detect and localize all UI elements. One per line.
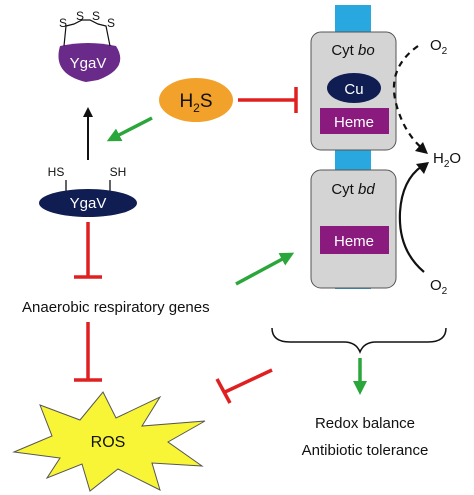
cyt-bo-oxygen-arrowhead — [415, 142, 428, 154]
ros-label: ROS — [91, 434, 126, 451]
h2o-label: H2O — [433, 150, 461, 170]
genes-to-cyt-bd-arrow — [235, 252, 295, 286]
genes-inhibit-ros — [74, 322, 102, 382]
cyt-bo-oxygen-path — [392, 45, 425, 151]
sulfur-3: S — [92, 9, 100, 23]
h2s-shape — [159, 78, 233, 122]
ygav-oxidized-label: YgaV — [70, 55, 107, 72]
cyt-bd-complex: Cyt bd Heme — [310, 169, 397, 289]
heme-bd — [320, 226, 389, 254]
cu-label: Cu — [344, 81, 363, 98]
sulfur-2: S — [76, 9, 84, 23]
o2-top-label: O2 — [430, 37, 448, 57]
cyt-bd-label: Cyt bd — [331, 181, 375, 198]
h2s-node: H2S — [159, 78, 233, 122]
cyt-bd-oxygen-path — [398, 165, 425, 273]
thiol-right: SH — [110, 165, 127, 179]
h2s-label: H2S — [179, 91, 212, 115]
cyt-bo-complex: Cyt bo Cu Heme — [310, 31, 397, 151]
thiol-left: HS — [48, 165, 65, 179]
cyt-bo-label: Cyt bo — [331, 42, 374, 59]
ygav-inhibits-genes — [74, 222, 102, 279]
sulfur-4: S — [107, 16, 115, 30]
cu-center — [327, 73, 381, 103]
ygav-oxidized-shape — [58, 43, 121, 82]
ygav-reduced-label: YgaV — [70, 195, 107, 212]
heme-bo-label: Heme — [334, 114, 374, 131]
outcome-redox-balance: Redox balance — [315, 415, 415, 432]
sulfur-1: S — [59, 16, 67, 30]
o2-bottom-label: O2 — [430, 277, 448, 297]
heme-bd-label: Heme — [334, 233, 374, 250]
cytochrome-brace — [271, 327, 447, 355]
ygav-reduced-shape — [39, 189, 137, 217]
cyt-bd-oxygen-arrowhead — [416, 162, 429, 174]
outcome-antibiotic-tolerance: Antibiotic tolerance — [302, 442, 429, 459]
cytochromes-inhibit-ros — [215, 368, 273, 404]
anaerobic-genes-label: Anaerobic respiratory genes — [22, 299, 210, 316]
ygav-oxidized: YgaV S S S S — [58, 9, 121, 82]
ros-node: ROS — [12, 391, 206, 492]
ros-starburst — [12, 391, 206, 492]
h2s-inhibits-cyt-bo — [238, 87, 298, 113]
heme-bo — [320, 108, 389, 134]
h2s-to-ygav-arrow — [106, 116, 153, 142]
ygav-reduced: HS SH YgaV — [39, 165, 137, 217]
disulfide-bonds — [63, 19, 111, 47]
